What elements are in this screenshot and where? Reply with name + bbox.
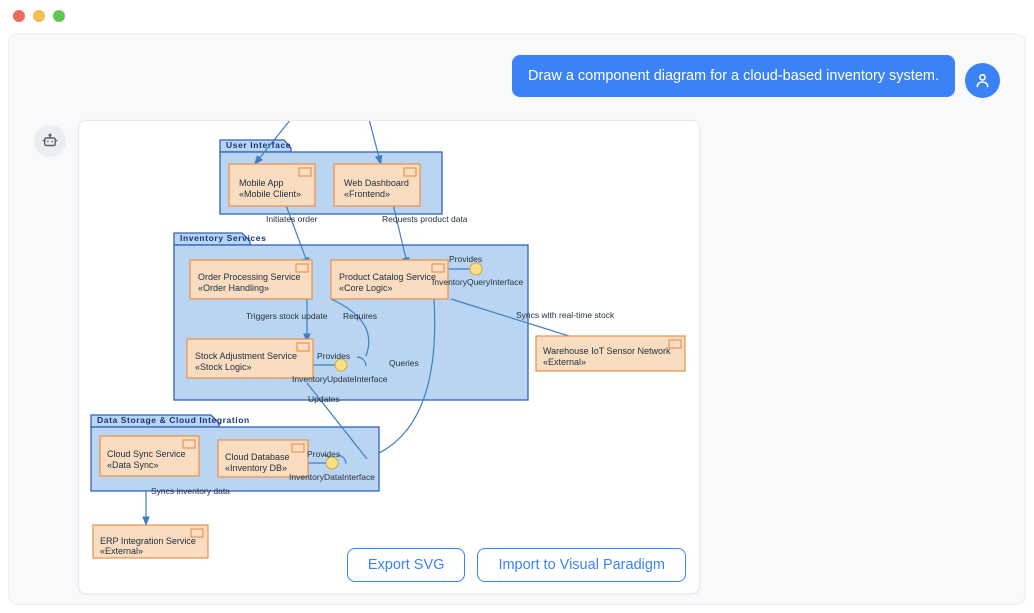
component-product-catalog-service[interactable]: Product Catalog Service «Core Logic» [330, 259, 449, 300]
component-name: Order Processing Service [198, 272, 301, 282]
component-cloud-database[interactable]: Cloud Database «Inventory DB» [217, 439, 309, 478]
component-name: Product Catalog Service [339, 272, 436, 282]
edge-label-queries: Queries [389, 358, 419, 368]
component-stereotype: «Core Logic» [339, 283, 393, 293]
provides-label: Provides [317, 351, 350, 361]
component-stereotype: «Inventory DB» [225, 463, 287, 473]
component-stereotype: «Mobile Client» [239, 189, 301, 199]
component-name: Mobile App [239, 178, 284, 188]
interface-inventory-update-interface[interactable]: Provides InventoryUpdateInterface [292, 351, 388, 384]
component-erp-integration-service[interactable]: ERP Integration Service «External» [92, 524, 209, 559]
minimize-button[interactable] [33, 10, 45, 22]
interface-label: InventoryQueryInterface [432, 277, 523, 287]
assistant-message-row: User Interface Inventory Services Data S… [34, 120, 700, 594]
title-bar [0, 0, 1034, 32]
component-diagram: User Interface Inventory Services Data S… [90, 121, 686, 559]
component-name: Web Dashboard [344, 178, 409, 188]
canvas-action-bar: Export SVG Import to Visual Paradigm [346, 547, 686, 582]
component-order-processing-service[interactable]: Order Processing Service «Order Handling… [189, 259, 313, 300]
component-web-dashboard[interactable]: Web Dashboard «Frontend» [333, 163, 421, 207]
component-stereotype: «Data Sync» [107, 460, 159, 470]
component-name: Cloud Database [225, 452, 290, 462]
diagram-edges [142, 121, 605, 526]
provides-label: Provides [449, 254, 482, 264]
package-label: Data Storage & Cloud Integration [97, 415, 250, 425]
edge-label-requests-product-data: Requests product data [382, 214, 468, 224]
component-name: Cloud Sync Service [107, 449, 186, 459]
diagram-canvas-card: User Interface Inventory Services Data S… [78, 120, 700, 594]
component-warehouse-iot-sensor-network[interactable]: Warehouse IoT Sensor Network «External» [535, 335, 686, 372]
interface-inventory-query-interface[interactable]: Provides InventoryQueryInterface [432, 254, 523, 287]
component-name: ERP Integration Service [100, 536, 196, 546]
interface-inventory-data-interface[interactable]: Provides InventoryDataInterface [289, 449, 375, 482]
edge-label-requires: Requires [343, 311, 377, 321]
component-stock-adjustment-service[interactable]: Stock Adjustment Service «Stock Logic» [186, 338, 314, 379]
user-message-bubble: Draw a component diagram for a cloud-bas… [511, 55, 955, 98]
component-stereotype: «Stock Logic» [195, 362, 252, 372]
component-stereotype: «Frontend» [344, 189, 390, 199]
user-message-row: Draw a component diagram for a cloud-bas… [511, 55, 1000, 98]
assistant-avatar [34, 125, 66, 157]
component-stereotype: «Order Handling» [198, 283, 269, 293]
interface-label: InventoryDataInterface [289, 472, 375, 482]
export-svg-button[interactable]: Export SVG [346, 547, 466, 582]
component-name: Warehouse IoT Sensor Network [543, 346, 671, 356]
component-name: Stock Adjustment Service [195, 351, 297, 361]
edge-label-updates: Updates [308, 394, 340, 404]
package-label: User Interface [226, 140, 291, 150]
edge-label-syncs-inventory-data: Syncs inventory data [151, 486, 230, 496]
import-visual-paradigm-button[interactable]: Import to Visual Paradigm [477, 547, 686, 582]
edge-label-triggers-stock-update: Triggers stock update [246, 311, 328, 321]
interface-label: InventoryUpdateInterface [292, 374, 388, 384]
close-button[interactable] [13, 10, 25, 22]
package-label: Inventory Services [180, 233, 266, 243]
zoom-button[interactable] [53, 10, 65, 22]
edge-label-initiates-order: Initiates order [266, 214, 318, 224]
edge-label-syncs-real-time-stock: Syncs with real-time stock [516, 310, 615, 320]
person-icon [976, 73, 989, 88]
component-mobile-app[interactable]: Mobile App «Mobile Client» [228, 163, 316, 207]
provides-label: Provides [307, 449, 340, 459]
traffic-light-controls [13, 10, 65, 22]
component-cloud-sync-service[interactable]: Cloud Sync Service «Data Sync» [99, 435, 200, 477]
avatar [965, 63, 1000, 98]
component-stereotype: «External» [100, 546, 143, 556]
robot-icon [42, 133, 58, 147]
component-stereotype: «External» [543, 357, 586, 367]
chat-panel: Draw a component diagram for a cloud-bas… [8, 33, 1026, 605]
